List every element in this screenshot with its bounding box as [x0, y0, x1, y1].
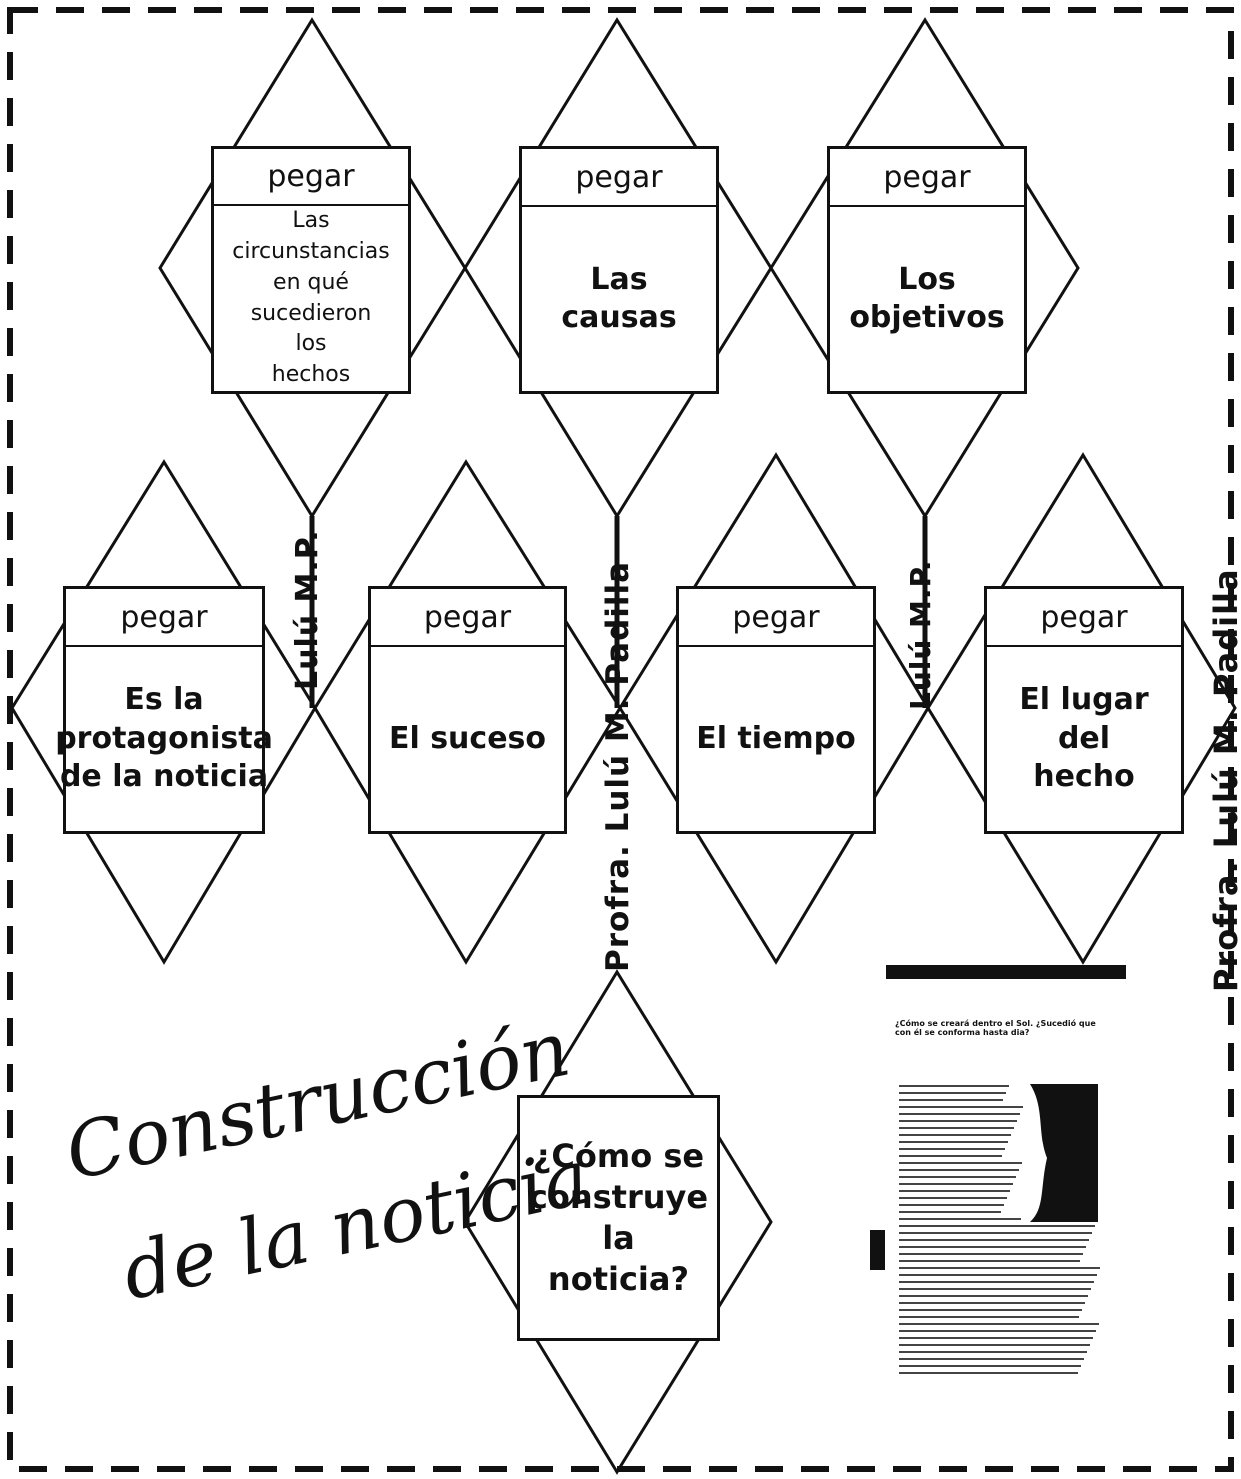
card-circunstancias: pegar Las circunstancias en qué sucedier… [211, 146, 411, 394]
card-text: Los objetivos [849, 261, 1005, 335]
black-tab [870, 1230, 885, 1270]
watermark-profra-center: Profra. Lulú M. Padilla [600, 560, 636, 972]
card-header: pegar [66, 589, 262, 647]
watermark-lulu-left: Lulú M.P. [290, 529, 325, 690]
card-lugar: pegar El lugar del hecho [984, 586, 1184, 834]
card-text: El tiempo [696, 720, 856, 756]
black-bar [886, 965, 1126, 979]
card-text: ¿Cómo se construye la noticia? [528, 1137, 709, 1298]
card-protagonista: pegar Es la protagonista de la noticia [55, 586, 273, 834]
card-header: pegar [987, 589, 1181, 647]
card-text: Las circunstancias en qué sucedieron los… [232, 208, 390, 388]
card-header: pegar [830, 149, 1024, 207]
diamond-lugar [926, 452, 1237, 965]
diamond-tiempo [618, 452, 930, 965]
diamond-suceso [313, 459, 622, 965]
card-causas: pegar Las causas [519, 146, 719, 394]
card-header: pegar [214, 149, 408, 207]
watermark-lulu-right: Lulú M.P. [904, 559, 937, 710]
watermark-profra-right: Profra. Lulú M. Padilla [1207, 568, 1241, 992]
article-photo-edge [1030, 1083, 1047, 1222]
card-text: Las causas [561, 261, 677, 335]
card-objetivos: pegar Los objetivos [827, 146, 1027, 394]
card-header: pegar [371, 589, 564, 647]
card-header: pegar [679, 589, 873, 647]
card-text: El lugar del hecho [1019, 682, 1149, 795]
card-suceso: pegar El suceso [368, 586, 567, 834]
card-text: Es la protagonista de la noticia [55, 682, 273, 795]
card-text: El suceso [388, 720, 547, 756]
card-header: pegar [522, 149, 716, 207]
article-body-lines [899, 1083, 1100, 1374]
card-center-question: ¿Cómo se construye la noticia? [517, 1095, 720, 1341]
article-headline: ¿Cómo se creará dentro el Sol. ¿Sucedió … [895, 1019, 1096, 1037]
card-tiempo: pegar El tiempo [676, 586, 876, 834]
newspaper-article-thumbnail: ¿Cómo se creará dentro el Sol. ¿Sucedió … [895, 1019, 1105, 1410]
